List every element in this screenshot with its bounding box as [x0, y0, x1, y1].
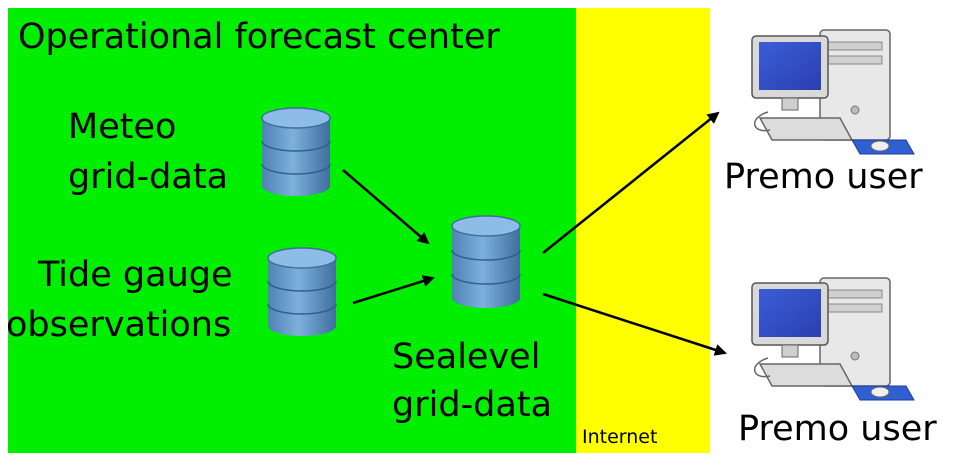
meteo-label-line2: grid-data [68, 157, 229, 197]
meteo-to-sealevel-arrow [342, 169, 430, 245]
computer-icon-2 [751, 277, 915, 401]
sealevel-database-icon [451, 215, 521, 308]
computer-icon-1 [751, 29, 915, 155]
forecast-center-title: Operational forecast center [18, 17, 500, 57]
sealevel-to-user2-arrow [542, 292, 727, 356]
internet-zone [576, 8, 710, 453]
meteo-database-icon [261, 107, 331, 196]
internet-label: Internet [582, 426, 658, 448]
sealevel-to-user1-arrow [542, 111, 720, 254]
sealevel-label-line1: Sealevel [392, 337, 541, 377]
tide-database-icon [267, 247, 337, 336]
tide-label-line1: Tide gauge [38, 255, 233, 295]
premo-user-label-2: Premo user [738, 409, 937, 449]
tide-label-line2: observations [6, 305, 232, 345]
sealevel-label-line2: grid-data [392, 385, 553, 425]
tide-to-sealevel-arrow [352, 275, 435, 305]
premo-user-label-1: Premo user [724, 157, 923, 197]
meteo-label-line1: Meteo [68, 107, 177, 147]
